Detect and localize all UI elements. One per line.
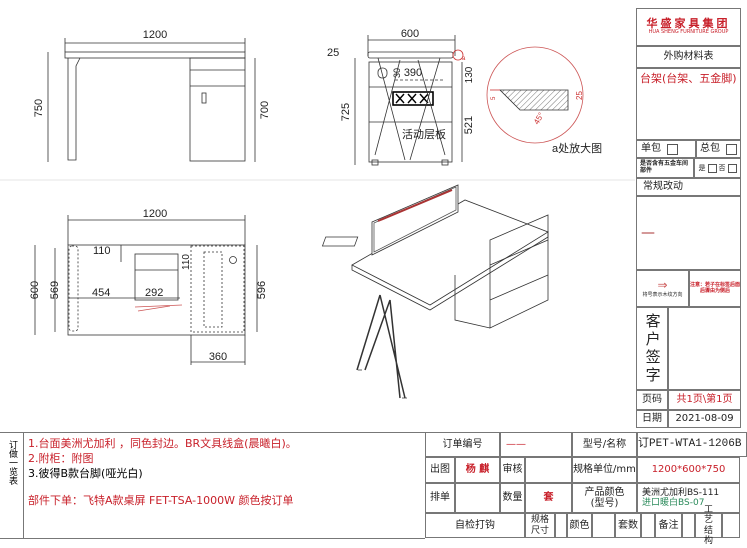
front-height-dim: 750 bbox=[33, 99, 45, 117]
customer-sign-field[interactable] bbox=[668, 307, 741, 390]
yes-checkbox[interactable] bbox=[707, 163, 717, 173]
drawer-width-dim: 390 bbox=[404, 67, 422, 79]
review-label: 审核 bbox=[500, 457, 525, 483]
size-check-label: 规格尺寸 bbox=[525, 513, 555, 538]
side-width-dim: 600 bbox=[401, 28, 419, 40]
top-view bbox=[34, 215, 258, 365]
color-1: 美洲尤加利BS-111 bbox=[642, 487, 720, 498]
qty-label: 数量 bbox=[500, 483, 525, 513]
front-inner-height-dim: 700 bbox=[259, 101, 271, 119]
left-offset-dim: 454 bbox=[92, 287, 110, 299]
company-logo: 华盛家具集团 HUA SHENG FURNITURE GROUP bbox=[636, 8, 741, 46]
single-pack-label: 单包 bbox=[641, 143, 661, 155]
cabinet-width-dim: 360 bbox=[209, 351, 227, 363]
order-summary-label: 订做一览表 bbox=[7, 440, 17, 485]
spec-label: 规格单位/mm bbox=[572, 457, 637, 483]
drawn-label: 出图 bbox=[425, 457, 455, 483]
drawer-small-dim: 30 bbox=[392, 68, 402, 78]
side-view bbox=[354, 35, 464, 166]
color-values: 美洲尤加利BS-111 进口暖白BS-07 bbox=[637, 483, 740, 513]
remark-label: 备注 bbox=[655, 513, 682, 538]
color-2: 进口暖白BS-07 bbox=[642, 498, 705, 508]
page-value: 共1页\第1页 bbox=[668, 390, 741, 410]
grain-direction: ⇒将号表示木纹方向 bbox=[636, 270, 689, 307]
color-check-label: 颜色 bbox=[567, 513, 592, 538]
side-top-dim: 25 bbox=[327, 47, 339, 59]
drawer-height-dim: 130 bbox=[464, 66, 475, 83]
total-pack-label: 总包 bbox=[700, 143, 720, 155]
materials-item: 台架(台架、五金脚) bbox=[636, 68, 741, 140]
detail-top-dim: 5 bbox=[491, 96, 497, 100]
page-label: 页码 bbox=[636, 390, 668, 410]
detail-thick-dim: 25 bbox=[575, 91, 584, 100]
total-pack-checkbox[interactable] bbox=[726, 143, 737, 155]
order-no-value: —— bbox=[500, 432, 572, 457]
offset-dim: 110 bbox=[93, 245, 111, 257]
front-width-dim: 1200 bbox=[143, 29, 167, 41]
qty-value: 套 bbox=[525, 483, 572, 513]
company-name-cn: 华盛家具集团 bbox=[646, 16, 731, 30]
note-3: 3.彼得B款台脚(哑光白) bbox=[28, 467, 143, 480]
company-name-en: HUA SHENG FURNITURE GROUP bbox=[648, 29, 729, 36]
sets-box[interactable] bbox=[641, 513, 655, 538]
total-pack-row: 总包 bbox=[696, 140, 741, 158]
no-label: 否 bbox=[718, 163, 726, 172]
top-width-dim: 1200 bbox=[143, 208, 167, 220]
box-depth-dim: 110 bbox=[181, 254, 192, 270]
detail-angle: 45° bbox=[532, 111, 546, 126]
technical-drawing: 1200 750 700 600 25 725 130 521 390 30 活… bbox=[0, 28, 635, 399]
size-check-box[interactable] bbox=[555, 513, 567, 538]
note-2: 2.附柜：附图 bbox=[28, 452, 94, 465]
note-1: 1.台面美洲尤加利 ，同色封边。BR文具线盒(晨曦白)。 bbox=[28, 437, 297, 450]
no-checkbox[interactable] bbox=[727, 163, 737, 173]
customer-sign-label: 客户签字 bbox=[636, 307, 668, 390]
front-view bbox=[47, 38, 256, 162]
craft-box[interactable] bbox=[722, 513, 740, 538]
order-no-label: 订单编号 bbox=[425, 432, 500, 457]
remark-box[interactable] bbox=[682, 513, 695, 538]
materials-title: 外购材料表 bbox=[636, 46, 741, 68]
hardware-options: 是否 bbox=[694, 158, 741, 178]
detail-caption: a处放大图 bbox=[552, 141, 602, 155]
order-parts-note: 部件下单：飞特A款桌屏 FET-TSA-1000W 颜色按订单 bbox=[28, 494, 294, 507]
single-pack-row: 单包 bbox=[636, 140, 696, 158]
self-check-label: 自检打钩 bbox=[425, 513, 525, 538]
box-width-dim: 292 bbox=[145, 287, 163, 299]
arrange-value[interactable] bbox=[455, 483, 500, 513]
divider bbox=[0, 432, 747, 433]
hardware-question: 是否含有五金车间部件 bbox=[636, 158, 694, 178]
drawn-by: 杨 麒 bbox=[455, 457, 500, 483]
shelf-label: 活动层板 bbox=[402, 127, 446, 141]
date-label: 日期 bbox=[636, 410, 668, 428]
single-pack-checkbox[interactable] bbox=[667, 143, 678, 155]
isometric-view bbox=[321, 184, 549, 399]
divider bbox=[0, 538, 425, 539]
spec-value: 1200*600*750 bbox=[637, 457, 740, 483]
grain-label: 将号表示木纹方向 bbox=[642, 291, 683, 298]
detail-marker: a bbox=[462, 56, 466, 62]
divider bbox=[23, 432, 24, 538]
side-height-dim: 725 bbox=[340, 103, 352, 121]
color-check-box[interactable] bbox=[592, 513, 615, 538]
review-value[interactable] bbox=[525, 457, 572, 483]
shelf-height-dim: 521 bbox=[463, 116, 475, 134]
grain-arrow-icon: ⇒ bbox=[657, 277, 668, 292]
craft-label: 工艺结构 bbox=[695, 505, 722, 546]
top-depth-dim: 600 bbox=[29, 281, 41, 299]
detail-view bbox=[486, 46, 584, 144]
regular-change-label: 常规改动 bbox=[636, 178, 741, 196]
yes-label: 是 bbox=[698, 163, 706, 172]
arrange-label: 排单 bbox=[425, 483, 455, 513]
date-value: 2021-08-09 bbox=[668, 410, 741, 428]
grain-note: 注意：若子在标签后面后骤由为侧后 bbox=[689, 270, 741, 307]
change-dash: — bbox=[636, 196, 741, 270]
model-label: 型号/名称 bbox=[572, 432, 637, 457]
cabinet-depth-dim: 596 bbox=[256, 281, 268, 299]
sets-label: 套数 bbox=[615, 513, 641, 538]
top-inner-depth-dim: 569 bbox=[49, 281, 61, 299]
model-value: 订PET-WTA1-1206B bbox=[637, 432, 747, 457]
color-label: 产品颜色(型号) bbox=[572, 483, 637, 513]
